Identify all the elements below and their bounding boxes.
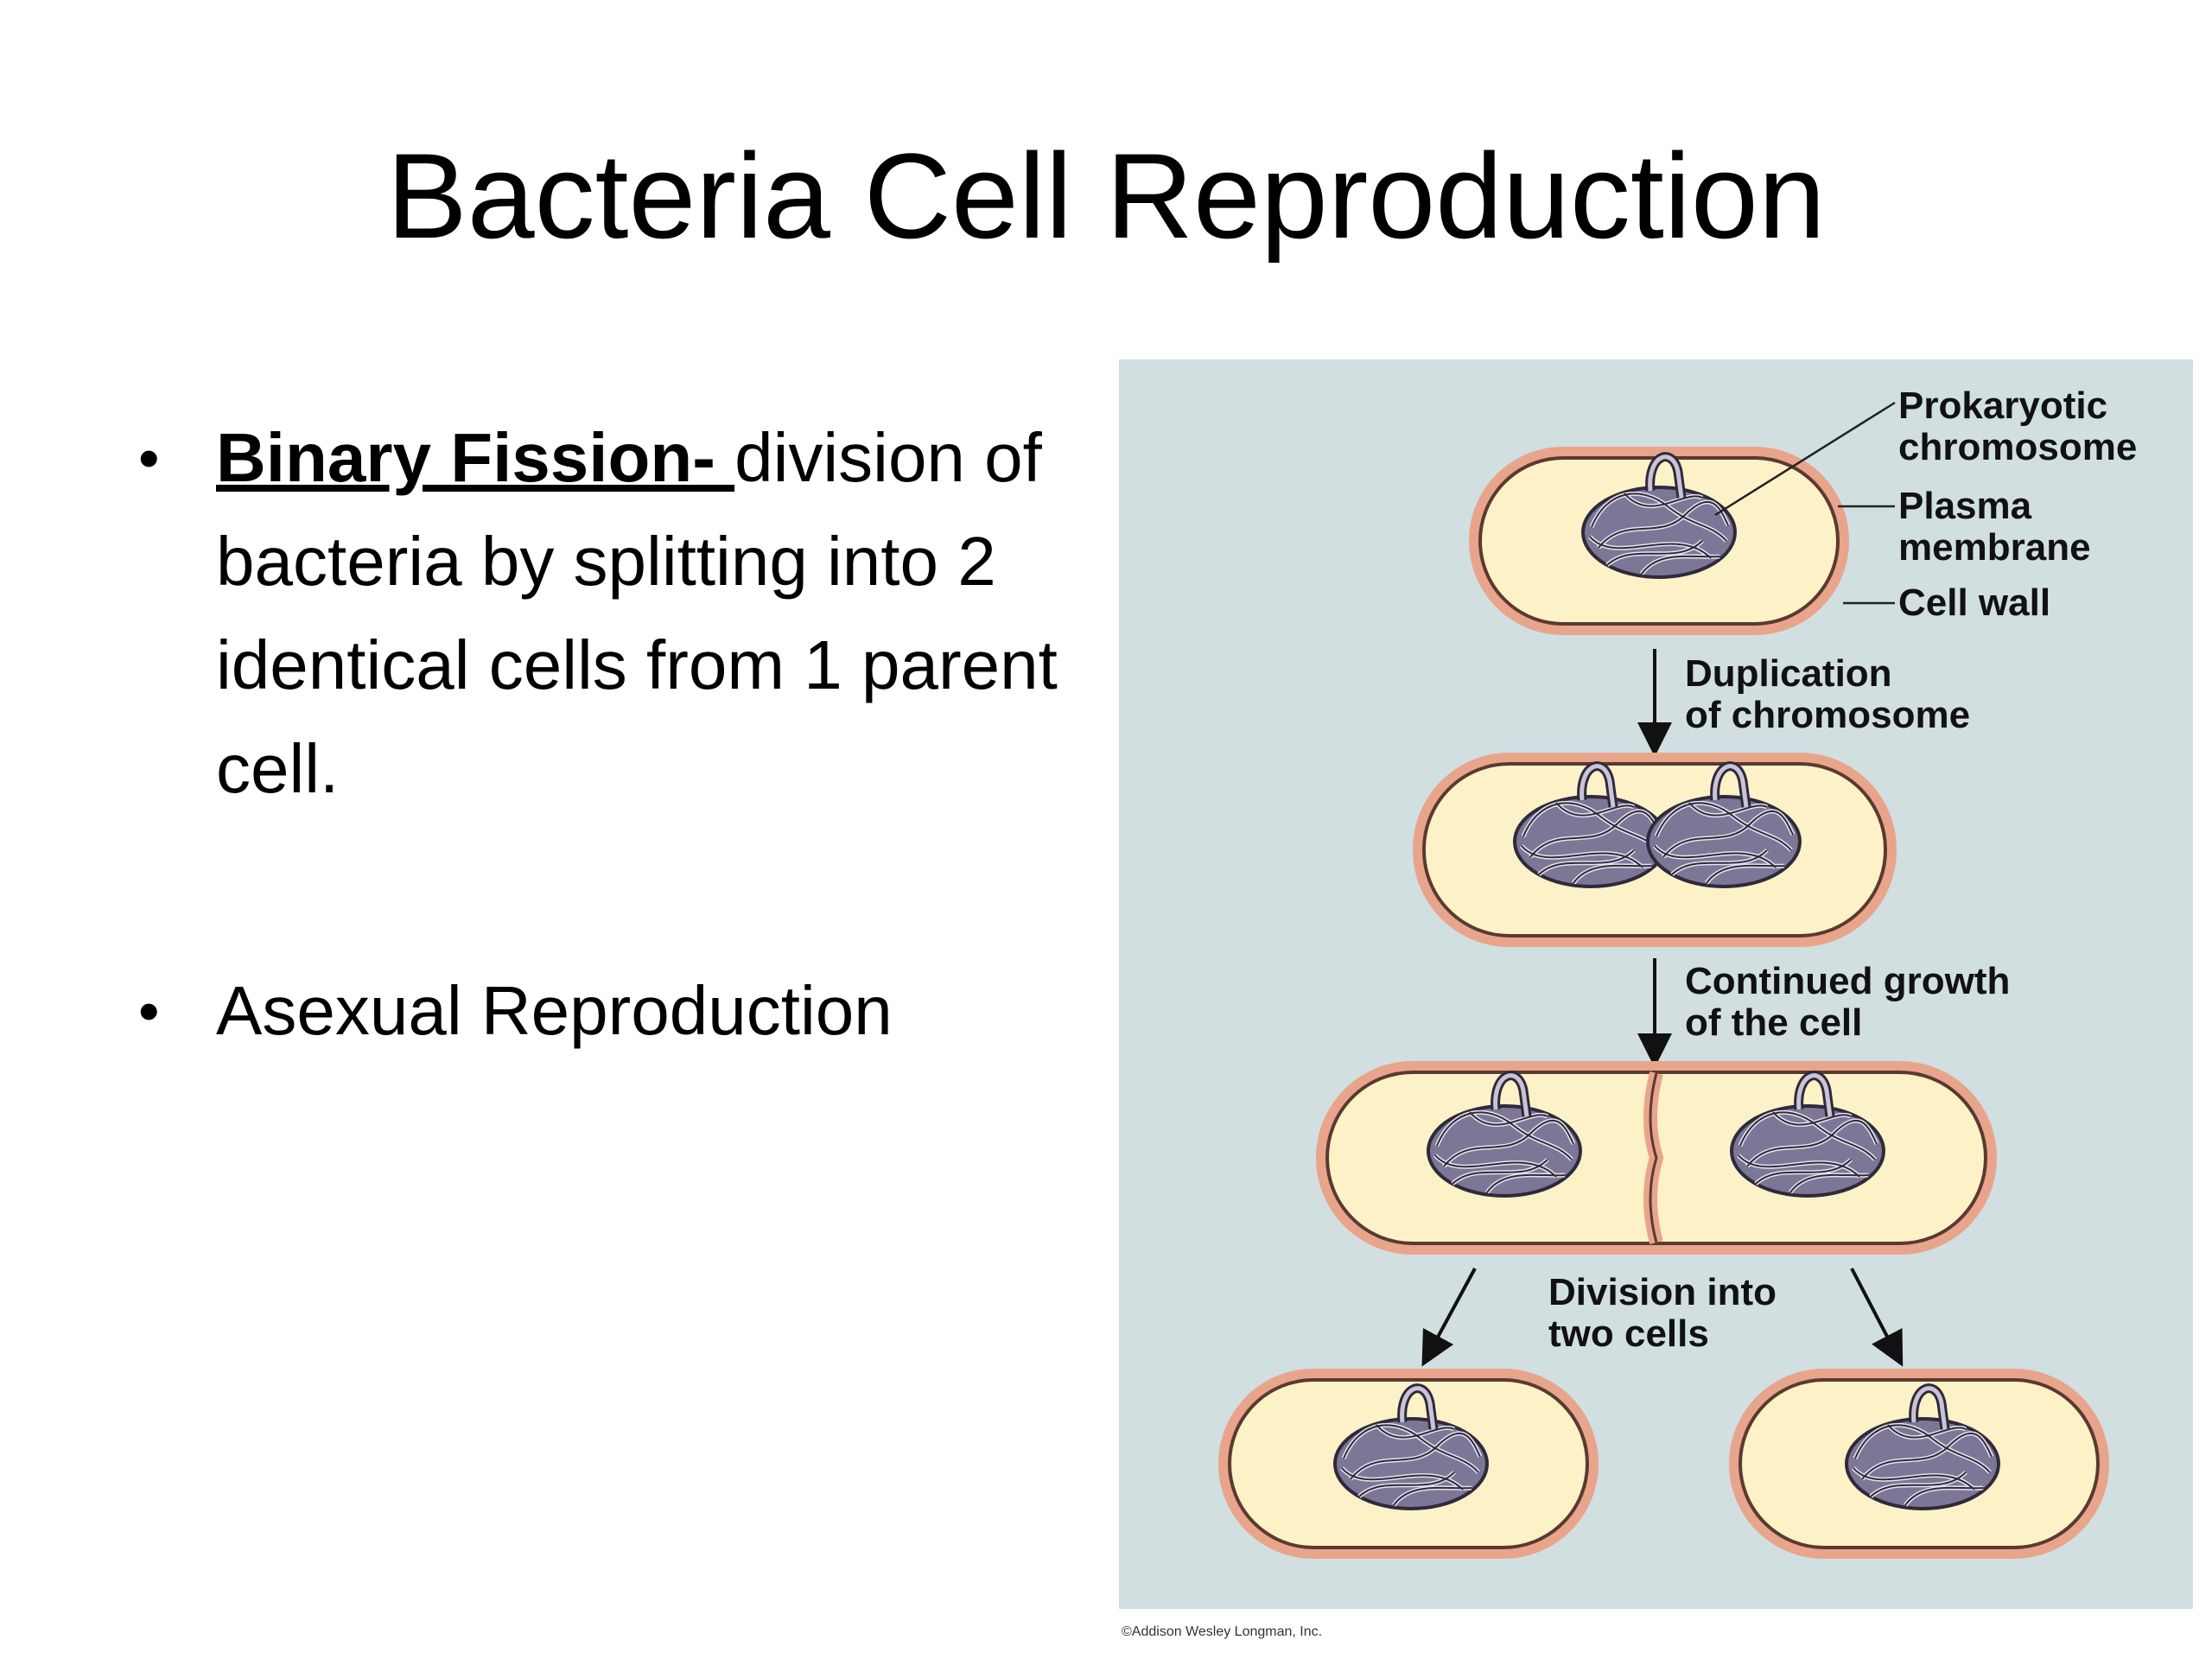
figure-credit: ©Addison Wesley Longman, Inc. [1122, 1624, 1323, 1639]
label-plasma: Plasma [1898, 485, 2032, 527]
daughter-cell-left [1218, 1369, 1599, 1559]
arrow-division-right [1850, 1268, 1904, 1367]
label-cell-wall: Cell wall [1898, 582, 2050, 624]
arrow-division-left [1421, 1268, 1477, 1367]
daughter-cell-right [1729, 1369, 2109, 1559]
leader-chromosome [1714, 401, 1896, 517]
slide-title: Bacteria Cell Reproduction [386, 128, 1826, 264]
label-two-cells: two cells [1548, 1313, 1709, 1355]
label-division-into: Division into [1548, 1271, 1777, 1313]
label-duplication: Duplication [1685, 652, 1892, 695]
duplicated-cell [1413, 753, 1897, 947]
label-of-the-cell: of the cell [1685, 1001, 1862, 1044]
diagram-svg: Prokaryotic chromosome Plasma membrane C… [1218, 385, 2137, 1559]
bullet-dot-icon: • [138, 424, 160, 492]
bullet-term: Binary Fission- [216, 419, 735, 496]
label-continued-growth: Continued growth [1685, 960, 2010, 1002]
bullet-text: Asexual Reproduction [216, 972, 893, 1049]
bullet-asexual: • Asexual Reproduction [130, 959, 1097, 1063]
bullet-list: • Binary Fission- division of bacteria b… [130, 406, 1097, 1063]
label-prokaryotic: Prokaryotic [1898, 385, 2107, 427]
bullet-text: division of bacteria by splitting into 2… [216, 419, 1058, 807]
bullet-binary-fission: • Binary Fission- division of bacteria b… [130, 406, 1097, 821]
label-of-chromosome: of chromosome [1685, 694, 1970, 736]
label-chromosome: chromosome [1898, 426, 2137, 468]
binary-fission-diagram: Prokaryotic chromosome Plasma membrane C… [1119, 359, 2193, 1609]
dividing-cell [1316, 1061, 1997, 1255]
label-membrane: membrane [1898, 526, 2091, 569]
bullet-dot-icon: • [138, 977, 160, 1045]
parent-cell [1469, 447, 1849, 635]
